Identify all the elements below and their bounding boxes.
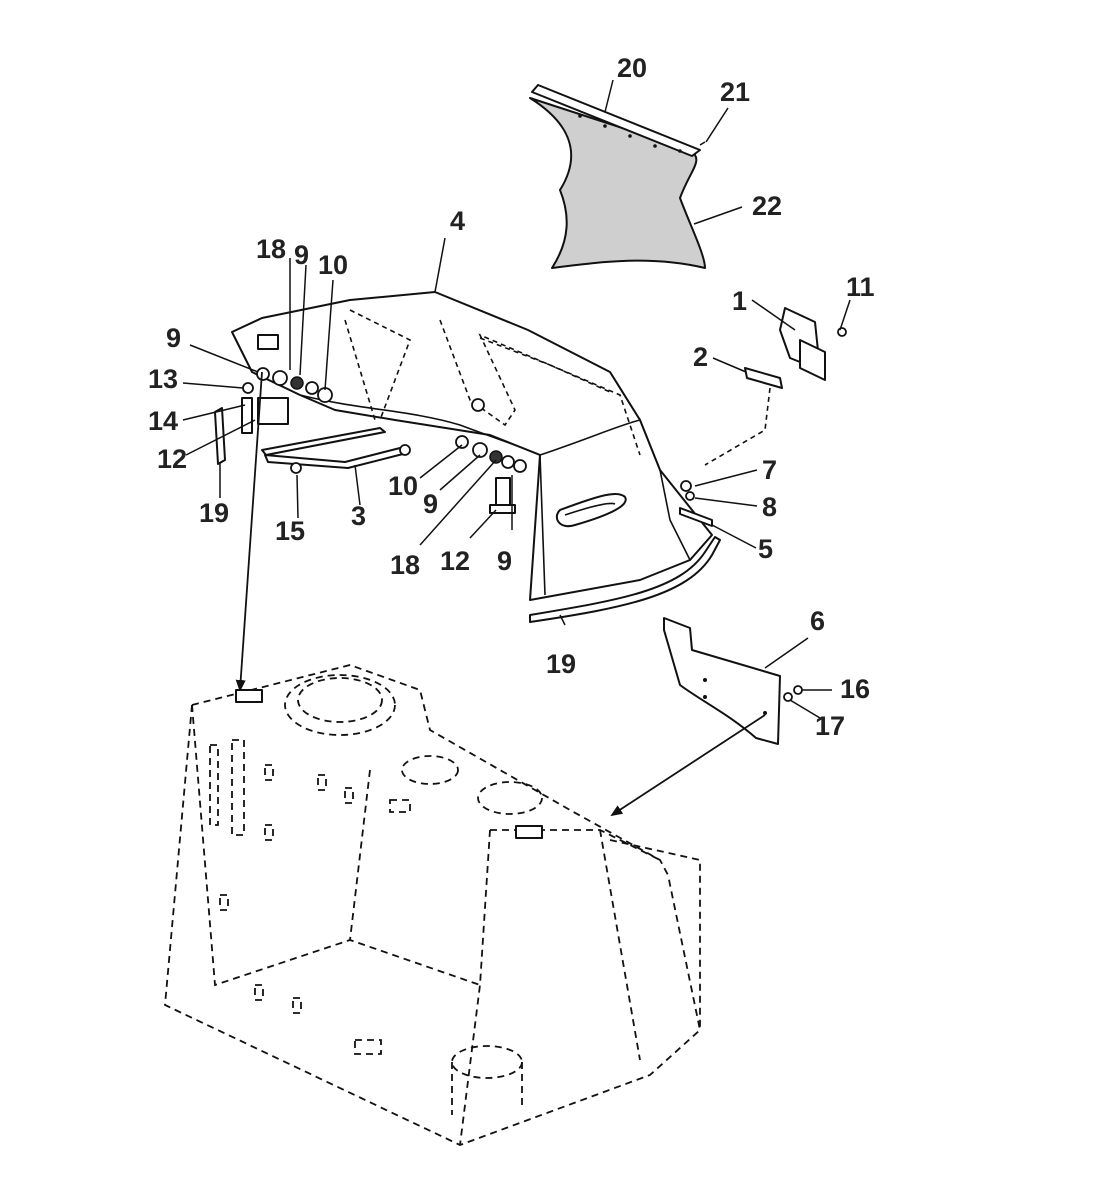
callout-21: 21 [720,77,750,107]
latch-parts [679,299,851,549]
callout-15: 15 [275,516,305,546]
callout-14: 14 [148,406,178,436]
callout-7: 7 [762,455,777,485]
callout-16: 16 [840,674,870,704]
callout-20: 20 [617,53,647,83]
callout-3: 3 [351,501,366,531]
callout-1: 1 [732,286,747,316]
callout-12: 12 [157,444,187,474]
callout-9: 9 [423,489,438,519]
callout-18: 18 [256,234,286,264]
callout-2: 2 [693,342,708,372]
center-hardware [419,398,566,626]
tank-outline [164,664,701,1146]
shroud-4 [231,237,721,623]
callout-22: 22 [752,191,782,221]
callout-6: 6 [810,606,825,636]
panel-22 [529,79,743,269]
callout-5: 5 [758,534,773,564]
callout-13: 13 [148,364,178,394]
callout-9: 9 [166,323,181,353]
callout-labels: 20 21 22 4 18 9 10 9 13 14 12 19 15 3 10… [148,53,875,741]
callout-9: 9 [294,240,309,270]
callout-19: 19 [546,649,576,679]
callout-10: 10 [388,471,418,501]
callout-8: 8 [762,492,777,522]
assembly-arrows [235,371,766,817]
callout-10: 10 [318,250,348,280]
side-panel-6 [663,617,832,745]
callout-11: 11 [846,272,875,302]
callout-4: 4 [450,206,465,236]
callout-18: 18 [390,550,420,580]
callout-19: 19 [199,498,229,528]
callout-12: 12 [440,546,470,576]
left-hardware [182,258,411,519]
callout-17: 17 [815,711,845,741]
callout-9: 9 [497,546,512,576]
